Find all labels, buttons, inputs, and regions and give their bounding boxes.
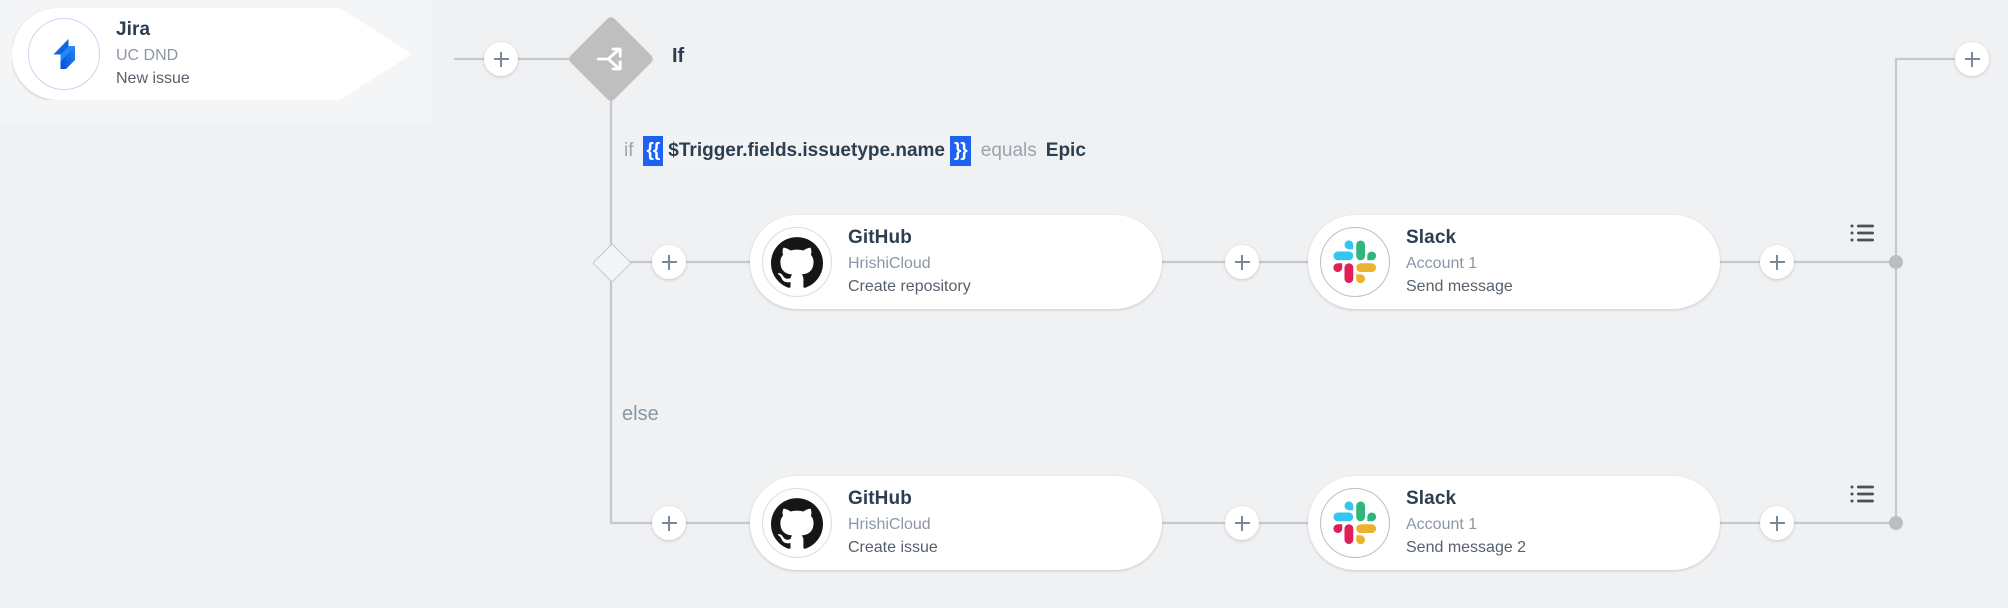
close-brace: }} bbox=[949, 136, 971, 166]
node-operation: Send message bbox=[1406, 278, 1513, 296]
if-branch-menu-list-menu-icon[interactable] bbox=[1850, 222, 1876, 244]
add-step-if-branch-end-button[interactable] bbox=[1760, 245, 1794, 279]
else-label: else bbox=[622, 403, 659, 425]
trigger-node-jira[interactable]: Jira UC DND New issue bbox=[12, 8, 412, 100]
node-github-create-repository[interactable]: GitHub HrishiCloud Create repository bbox=[750, 215, 1162, 309]
else-branch-menu-list-menu-icon[interactable] bbox=[1850, 483, 1876, 505]
if-condition-row[interactable]: if {{ $Trigger.fields.issuetype.name }} … bbox=[624, 136, 1086, 166]
condition-value: Epic bbox=[1045, 140, 1086, 161]
node-operation: Create repository bbox=[848, 278, 971, 296]
add-step-else-branch-start-button[interactable] bbox=[652, 506, 686, 540]
trigger-event: New issue bbox=[116, 70, 190, 88]
github-icon bbox=[762, 488, 832, 558]
add-step-after-merge-button[interactable] bbox=[1955, 42, 1989, 76]
jira-icon bbox=[28, 18, 100, 90]
node-operation: Create issue bbox=[848, 539, 938, 557]
trigger-account: UC DND bbox=[116, 46, 179, 64]
node-github-create-issue[interactable]: GitHub HrishiCloud Create issue bbox=[750, 476, 1162, 570]
node-operation: Send message 2 bbox=[1406, 539, 1527, 557]
node-account: HrishiCloud bbox=[848, 254, 931, 272]
node-account: Account 1 bbox=[1406, 515, 1478, 533]
node-title: Slack bbox=[1406, 488, 1457, 510]
if-node-diamond[interactable] bbox=[567, 15, 655, 103]
trigger-title: Jira bbox=[116, 19, 151, 41]
if-branch-junction bbox=[592, 243, 632, 283]
node-title: GitHub bbox=[848, 227, 912, 249]
node-slack-send-message-2[interactable]: Slack Account 1 Send message 2 bbox=[1308, 476, 1720, 570]
node-slack-send-message[interactable]: Slack Account 1 Send message bbox=[1308, 215, 1720, 309]
open-brace: {{ bbox=[642, 136, 664, 166]
merge-dot-else bbox=[1889, 516, 1903, 530]
add-step-else-branch-middle-button[interactable] bbox=[1225, 506, 1259, 540]
add-step-before-if-button[interactable] bbox=[484, 42, 518, 76]
slack-icon bbox=[1320, 227, 1390, 297]
condition-operator: equals bbox=[980, 140, 1037, 161]
merge-dot-if bbox=[1889, 255, 1903, 269]
node-account: HrishiCloud bbox=[848, 515, 931, 533]
node-account: Account 1 bbox=[1406, 254, 1478, 272]
expression-chip[interactable]: {{ $Trigger.fields.issuetype.name }} bbox=[642, 136, 971, 166]
github-icon bbox=[762, 227, 832, 297]
node-title: GitHub bbox=[848, 488, 912, 510]
add-step-if-branch-start-button[interactable] bbox=[652, 245, 686, 279]
add-step-if-branch-middle-button[interactable] bbox=[1225, 245, 1259, 279]
add-step-else-branch-end-button[interactable] bbox=[1760, 506, 1794, 540]
expression-text: $Trigger.fields.issuetype.name bbox=[668, 140, 945, 161]
node-title: Slack bbox=[1406, 227, 1457, 249]
slack-icon bbox=[1320, 488, 1390, 558]
if-keyword: if bbox=[624, 140, 634, 161]
if-label: If bbox=[672, 45, 685, 67]
